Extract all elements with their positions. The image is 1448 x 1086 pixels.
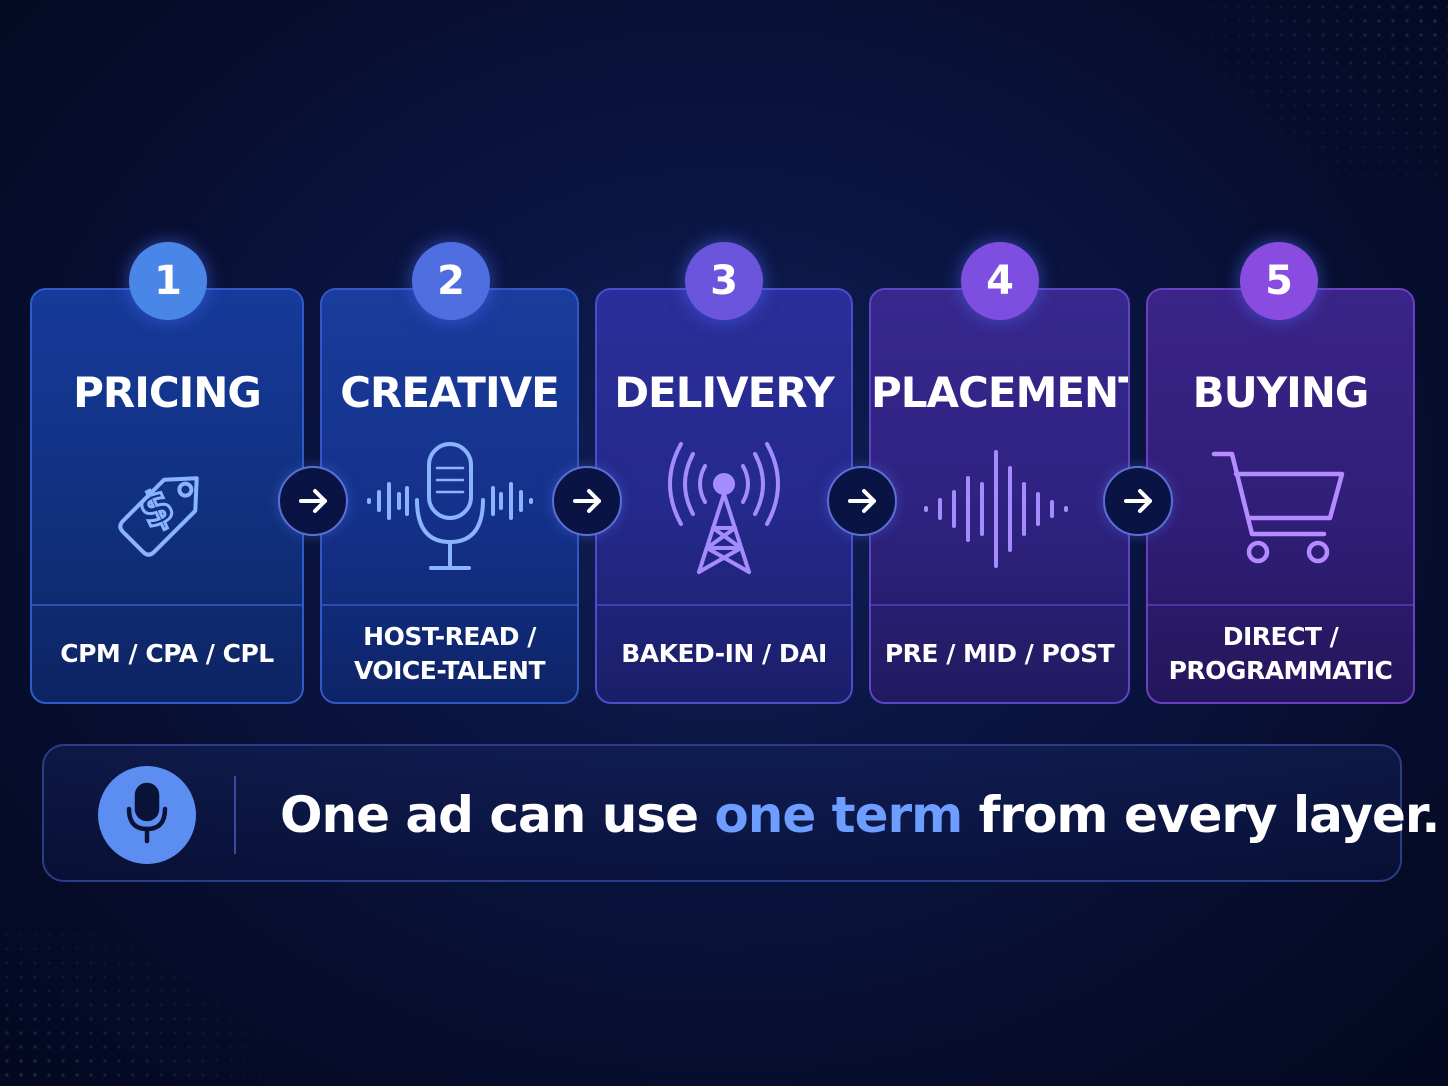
arrow-right-icon [1103,466,1173,536]
arrow-right-icon [278,466,348,536]
step-card-placement: PLACEMENT PRE / MID / POST [869,288,1130,704]
price-tag-icon: $ [97,438,237,582]
step-card-pricing: PRICING $ CPM / CPA / CPL [30,288,304,704]
step-footer-line: HOST-READ / [363,622,536,651]
step-title: BUYING [1192,368,1370,417]
step-footer-line: CPM / CPA / CPL [60,639,274,668]
step-footer: BAKED-IN / DAI [597,606,851,702]
step-footer-lines: HOST-READ / VOICE-TALENT [353,620,546,688]
step-number-badge: 2 [412,242,490,320]
step-footer: DIRECT / PROGRAMMATIC [1148,606,1413,702]
step-footer: CPM / CPA / CPL [32,606,302,702]
step-footer-line: PRE / MID / POST [884,639,1115,668]
broadcast-tower-icon [659,438,789,582]
banner-text-highlight: one term [714,786,963,844]
step-number-badge: 1 [129,242,207,320]
summary-banner: One ad can use one term from every layer… [42,744,1440,882]
step-footer-line: VOICE-TALENT [353,656,546,685]
step-number-badge: 4 [961,242,1039,320]
step-card-buying: BUYING DIRECT / PROGRAMMATIC [1146,288,1415,704]
step-title: PLACEMENT [871,368,1130,417]
step-footer-line: DIRECT / [1222,622,1339,651]
step-footer-lines: DIRECT / PROGRAMMATIC [1169,620,1393,688]
shopping-cart-icon [1206,438,1356,582]
microphone-icon [365,438,535,582]
step-title: DELIVERY [614,368,835,417]
step-title: PRICING [73,368,262,417]
step-card-creative: CREATIVE HOST-READ / VOICE-TALENT [320,288,579,704]
banner-divider [234,776,236,854]
sound-wave-icon [920,438,1080,582]
dot-pattern-bottom-left [0,886,320,1086]
arrow-right-icon [827,466,897,536]
dot-pattern-top-right [1148,0,1448,230]
step-footer-line: BAKED-IN / DAI [621,639,827,668]
step-number-badge: 5 [1240,242,1318,320]
step-number-badge: 3 [685,242,763,320]
arrow-right-icon [552,466,622,536]
banner-message: One ad can use one term from every layer… [280,746,1441,884]
microphone-icon [122,781,172,849]
banner-text-after: from every layer. [962,786,1441,844]
step-footer: HOST-READ / VOICE-TALENT [322,606,577,702]
banner-text-before: One ad can use [280,786,715,844]
banner-mic-badge [98,766,196,864]
step-footer: PRE / MID / POST [871,606,1128,702]
step-footer-line: PROGRAMMATIC [1168,656,1393,685]
step-card-delivery: DELIVERY BAKED-IN / DAI [595,288,853,704]
step-title: CREATIVE [340,368,560,417]
